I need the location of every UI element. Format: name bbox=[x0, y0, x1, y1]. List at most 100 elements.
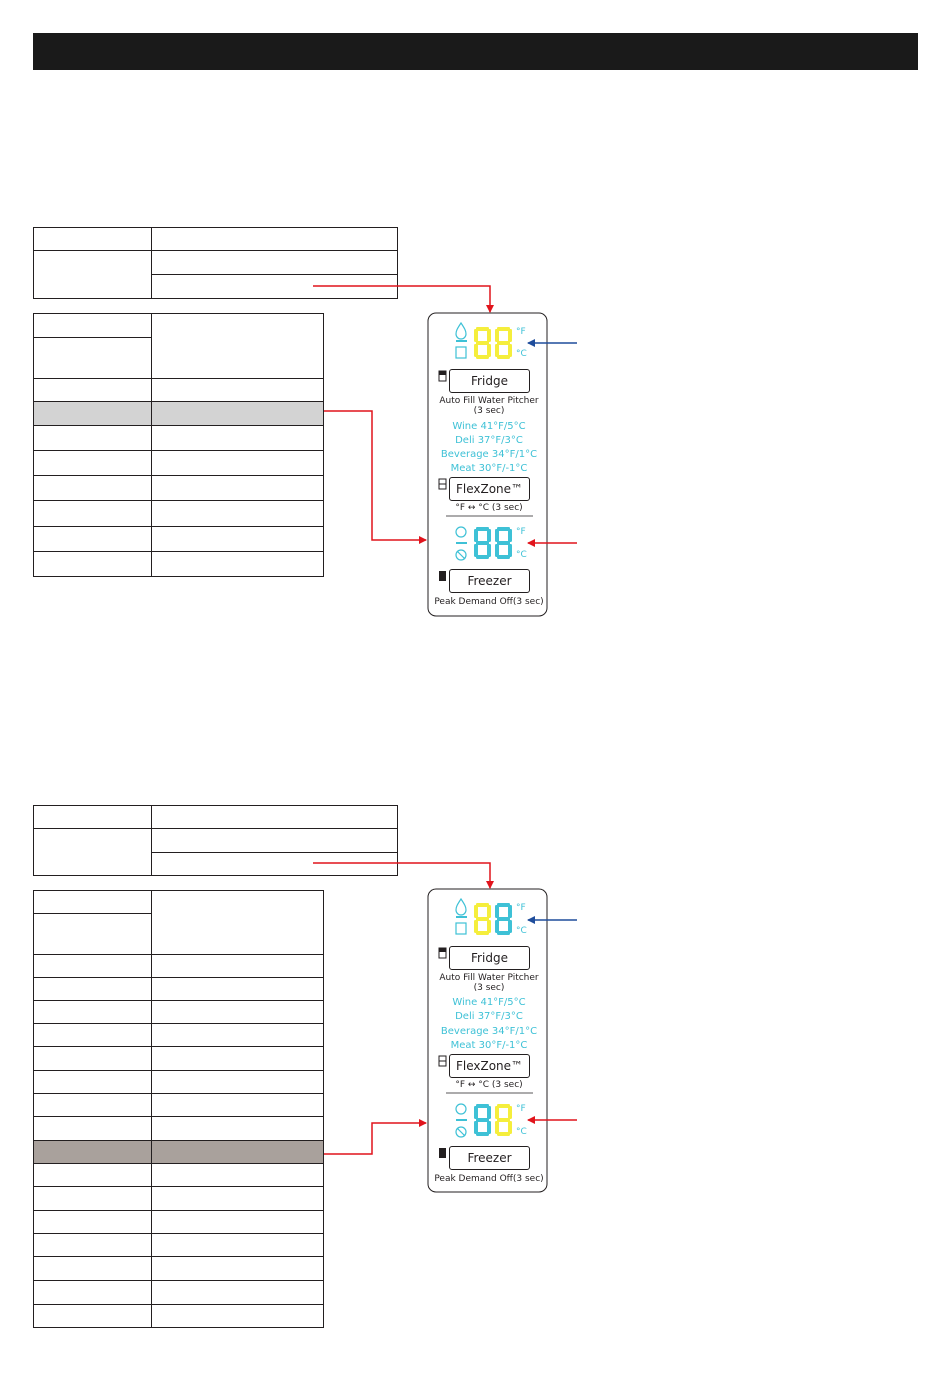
digit-segment bbox=[495, 1121, 499, 1134]
celsius-label: °C bbox=[516, 349, 527, 359]
freezer-door-icon bbox=[439, 1148, 446, 1158]
fridge-button[interactable]: Fridge bbox=[449, 946, 530, 970]
celsius-label: °C bbox=[516, 926, 527, 936]
digit-segment bbox=[495, 329, 499, 342]
section-1-top-table bbox=[33, 227, 398, 299]
mode-wine: Wine 41°F/5°C bbox=[452, 997, 526, 1008]
digit-segment bbox=[474, 920, 478, 933]
ice-off-icon bbox=[455, 549, 467, 561]
freezer-hint: Peak Demand Off(3 sec) bbox=[434, 1174, 544, 1184]
digit-segment bbox=[487, 905, 491, 918]
digit-segment bbox=[508, 344, 512, 357]
pitcher-icon bbox=[455, 346, 467, 359]
flexzone-button[interactable]: FlexZone™ bbox=[449, 1054, 530, 1078]
fridge-hint-duration: (3 sec) bbox=[473, 983, 505, 993]
digit-segment bbox=[495, 905, 499, 918]
mode-wine: Wine 41°F/5°C bbox=[452, 421, 526, 432]
section-2-detail-table bbox=[33, 890, 324, 1328]
digit-segment bbox=[476, 355, 489, 359]
digit-segment bbox=[495, 529, 499, 542]
fahrenheit-label: °F bbox=[516, 327, 526, 337]
water-drop-icon bbox=[455, 897, 467, 916]
digit-segment bbox=[474, 529, 478, 542]
flexzone-hint: °F ↔ °C (3 sec) bbox=[455, 503, 523, 513]
digit-segment bbox=[476, 1132, 489, 1136]
digit-segment bbox=[476, 555, 489, 559]
fridge-hint: Auto Fill Water Pitcher bbox=[439, 396, 539, 406]
digit-segment bbox=[487, 1106, 491, 1119]
digit-segment bbox=[487, 529, 491, 542]
digit-segment bbox=[497, 931, 510, 935]
flexzone-button[interactable]: FlexZone™ bbox=[449, 477, 530, 501]
digit-segment bbox=[495, 344, 499, 357]
digit-segment bbox=[487, 920, 491, 933]
fahrenheit-label: °F bbox=[516, 1104, 526, 1114]
digit-segment bbox=[495, 1106, 499, 1119]
water-drop-icon bbox=[455, 321, 467, 340]
fridge-button[interactable]: Fridge bbox=[449, 369, 530, 393]
mode-deli: Deli 37°F/3°C bbox=[455, 1011, 523, 1022]
digit-segment bbox=[497, 1118, 510, 1122]
digit-segment bbox=[508, 920, 512, 933]
red-arrow-to-freezer-display bbox=[324, 1119, 427, 1155]
digit-segment bbox=[495, 544, 499, 557]
digit-segment bbox=[487, 329, 491, 342]
red-arrow-to-panel-top bbox=[313, 285, 494, 313]
digit-segment bbox=[508, 1106, 512, 1119]
mode-beverage: Beverage 34°F/1°C bbox=[440, 1026, 538, 1037]
flexzone-hint: °F ↔ °C (3 sec) bbox=[455, 1080, 523, 1090]
digit-segment bbox=[508, 529, 512, 542]
red-arrow-to-panel-top bbox=[313, 862, 494, 889]
digit-segment bbox=[474, 1106, 478, 1119]
ice-icon bbox=[455, 1103, 467, 1115]
digit-segment bbox=[497, 1104, 510, 1108]
digit-segment bbox=[508, 329, 512, 342]
digit-segment bbox=[497, 555, 510, 559]
fahrenheit-label: °F bbox=[516, 903, 526, 913]
digit-segment bbox=[476, 931, 489, 935]
digit-segment bbox=[497, 327, 510, 331]
digit-segment bbox=[474, 344, 478, 357]
digit-segment bbox=[476, 903, 489, 907]
freezer-button[interactable]: Freezer bbox=[449, 1146, 530, 1170]
digit-segment bbox=[508, 544, 512, 557]
freezer-door-icon bbox=[439, 571, 446, 581]
digit-segment bbox=[497, 341, 510, 345]
digit-segment bbox=[508, 905, 512, 918]
pitcher-icon bbox=[455, 922, 467, 935]
freezer-hint: Peak Demand Off(3 sec) bbox=[434, 597, 544, 607]
mode-meat: Meat 30°F/-1°C bbox=[450, 1040, 528, 1051]
digit-segment bbox=[476, 341, 489, 345]
fridge-temperature-display bbox=[474, 903, 512, 935]
digit-segment bbox=[497, 917, 510, 921]
freezer-temperature-display bbox=[474, 1104, 512, 1136]
fahrenheit-label: °F bbox=[516, 527, 526, 537]
mode-meat: Meat 30°F/-1°C bbox=[450, 463, 528, 474]
digit-segment bbox=[476, 917, 489, 921]
ice-icon bbox=[455, 526, 467, 538]
digit-segment bbox=[476, 527, 489, 531]
digit-segment bbox=[474, 329, 478, 342]
freezer-button[interactable]: Freezer bbox=[449, 569, 530, 593]
fridge-hint-duration: (3 sec) bbox=[473, 406, 505, 416]
digit-segment bbox=[497, 903, 510, 907]
fridge-hint: Auto Fill Water Pitcher bbox=[439, 973, 539, 983]
freezer-temperature-display bbox=[474, 527, 512, 559]
celsius-label: °C bbox=[516, 1127, 527, 1137]
digit-segment bbox=[487, 1121, 491, 1134]
digit-segment bbox=[476, 1118, 489, 1122]
digit-segment bbox=[474, 1121, 478, 1134]
ice-off-icon bbox=[455, 1126, 467, 1138]
digit-segment bbox=[495, 920, 499, 933]
digit-segment bbox=[476, 1104, 489, 1108]
digit-segment bbox=[476, 327, 489, 331]
red-arrow-to-freezer-display bbox=[324, 410, 427, 544]
digit-segment bbox=[474, 544, 478, 557]
digit-segment bbox=[487, 544, 491, 557]
mode-deli: Deli 37°F/3°C bbox=[455, 435, 523, 446]
digit-segment bbox=[497, 541, 510, 545]
digit-segment bbox=[497, 355, 510, 359]
fridge-temperature-display bbox=[474, 327, 512, 359]
highlighted-row bbox=[33, 401, 324, 426]
